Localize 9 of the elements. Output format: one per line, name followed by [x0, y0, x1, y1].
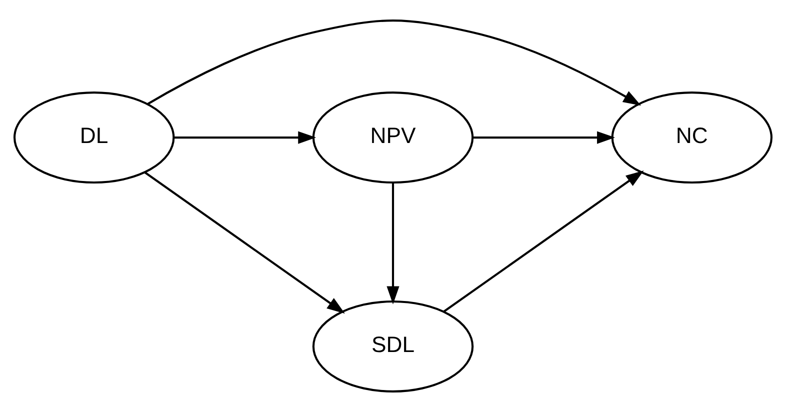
- arrow: [386, 182, 400, 304]
- node-ellipse: DL: [13, 92, 175, 184]
- arrow: [147, 20, 642, 106]
- node-ellipse: NPV: [312, 92, 474, 184]
- node-ellipse: SDL: [312, 300, 474, 392]
- arrow: [144, 172, 345, 314]
- arrow: [174, 131, 316, 144]
- arrow: [472, 131, 616, 144]
- arrow: [443, 170, 644, 312]
